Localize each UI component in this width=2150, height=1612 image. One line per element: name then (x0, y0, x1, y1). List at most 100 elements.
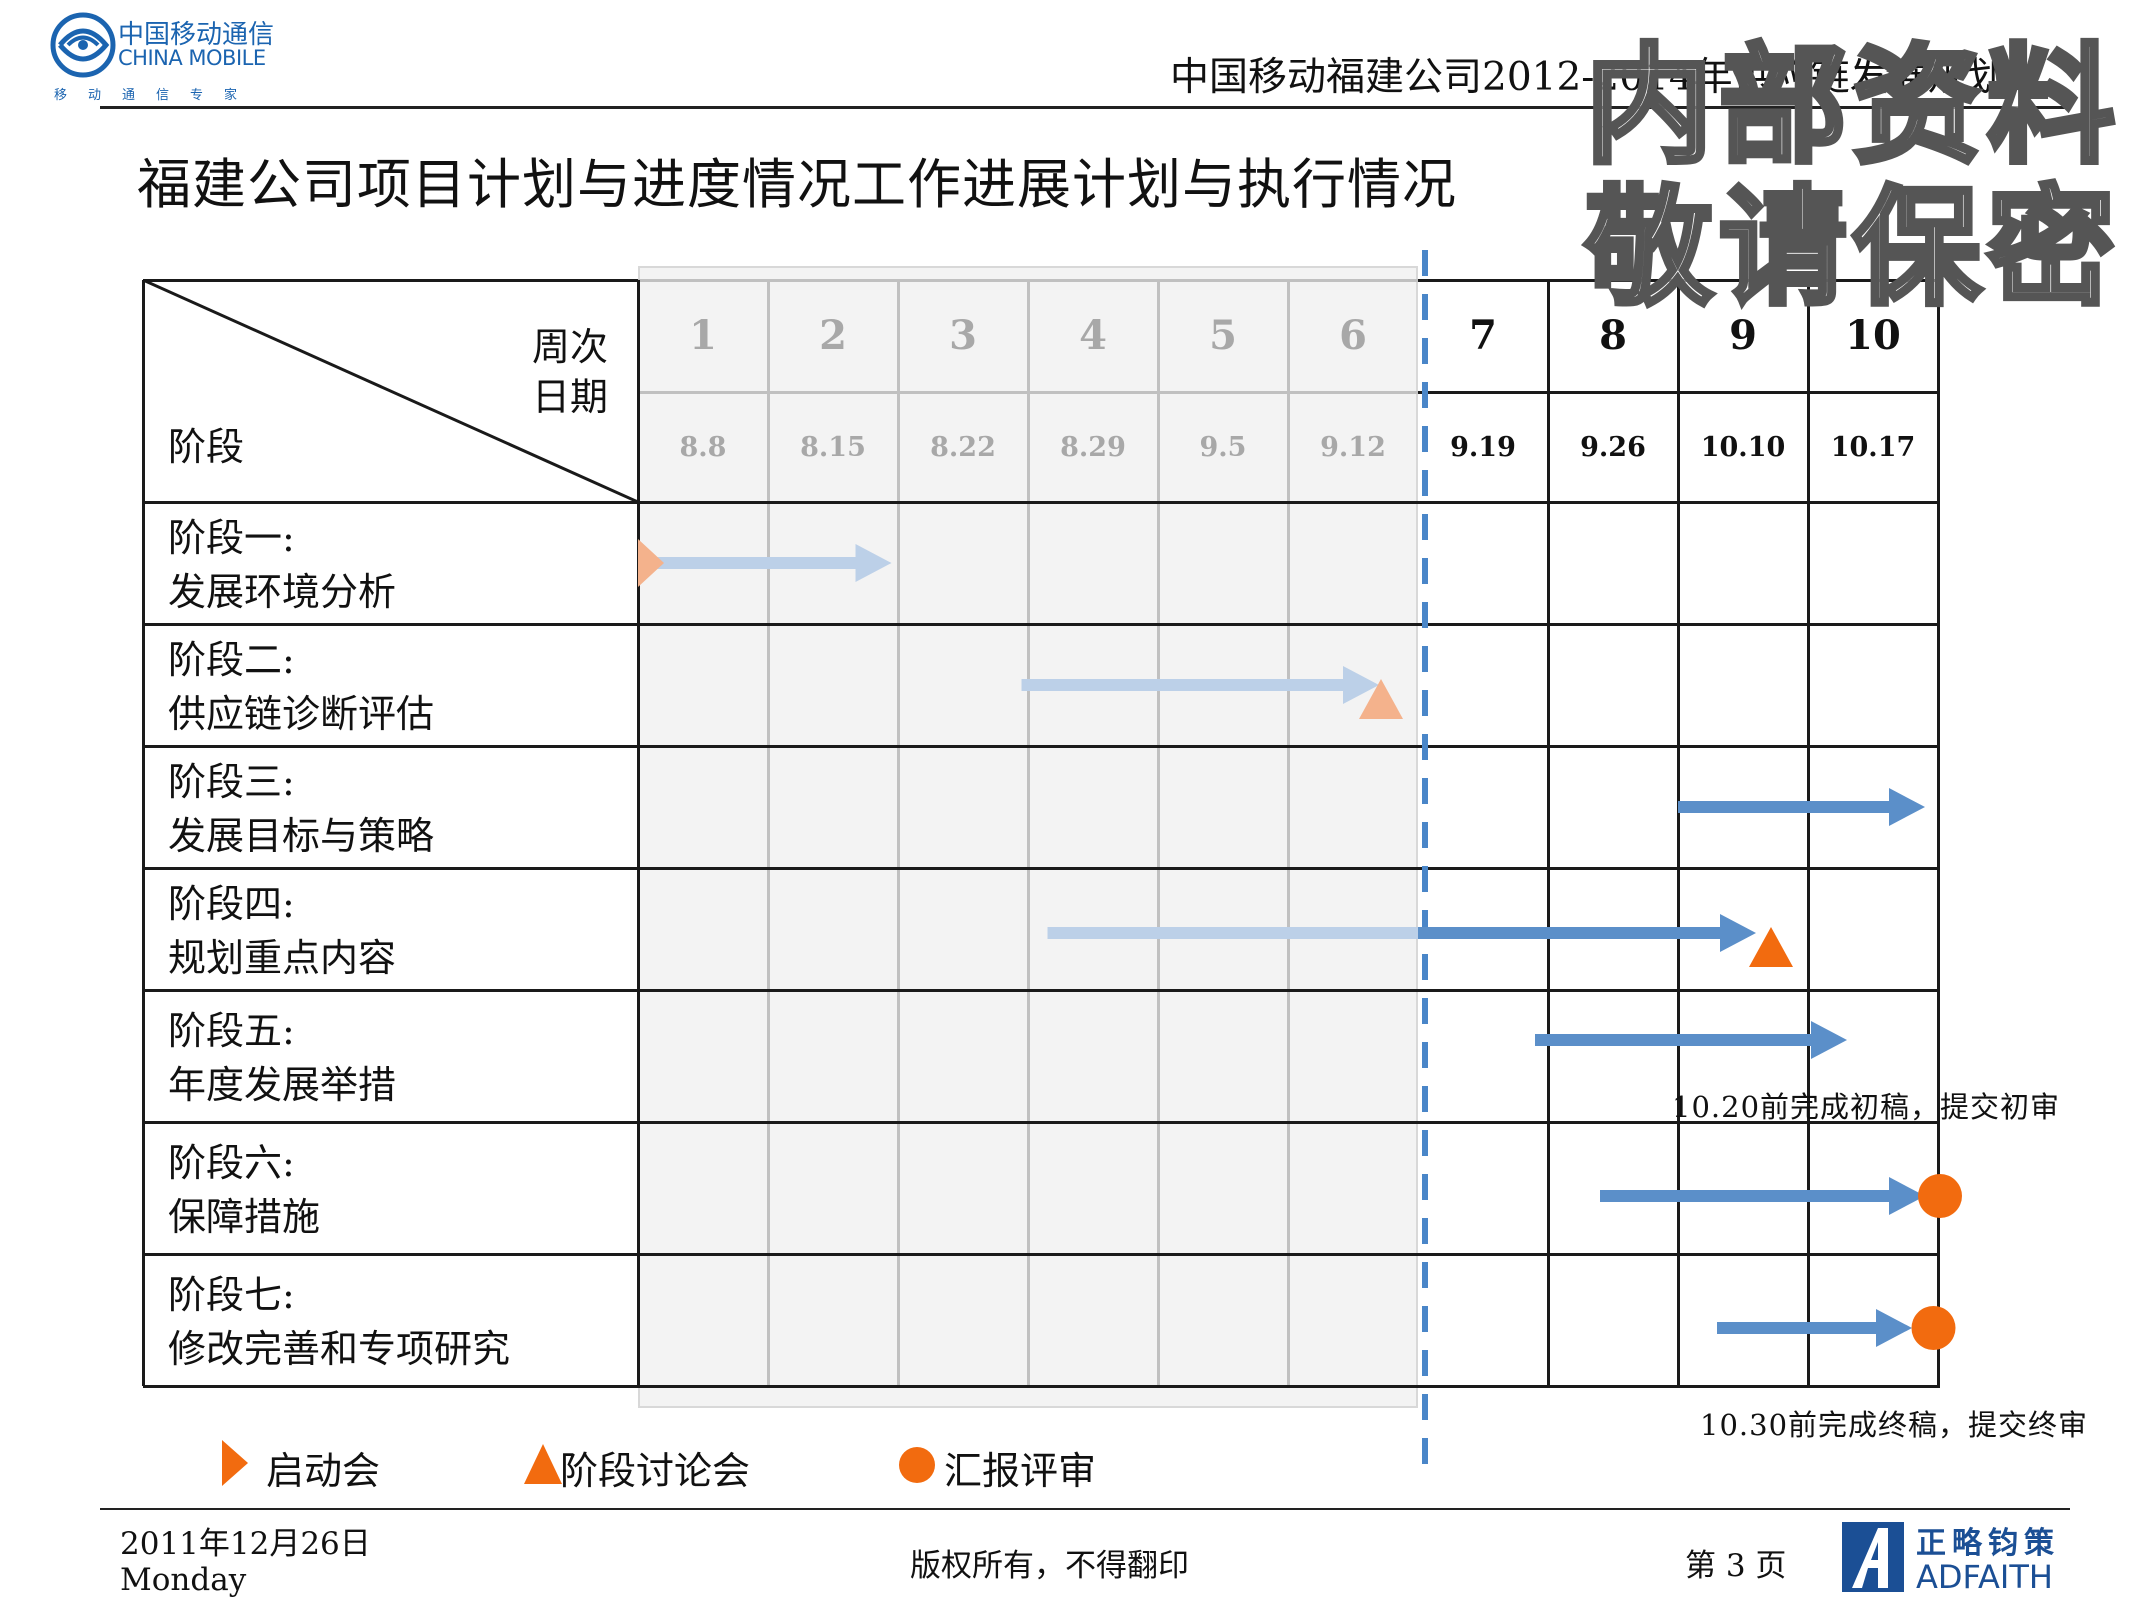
current-week-boundary (1422, 998, 1428, 1024)
label-row-line (143, 745, 638, 748)
logo-cn-text: 中国移动通信 (118, 20, 275, 50)
label-row-line (143, 1385, 638, 1388)
row-line (143, 745, 1418, 748)
stage-title: 阶段四: (168, 882, 295, 926)
current-week-boundary (1422, 734, 1428, 760)
row-line (1418, 1385, 1940, 1388)
label-row-line (143, 279, 638, 282)
week-number: 3 (949, 312, 977, 359)
current-week-boundary (1422, 514, 1428, 540)
current-week-boundary (1422, 470, 1428, 496)
stage-title: 阶段二: (168, 638, 295, 682)
stage-title: 阶段三: (168, 760, 295, 804)
label-column-line (637, 280, 640, 1386)
logo-en-text: CHINA MOBILE (118, 46, 266, 70)
legend-review-label: 汇报评审 (944, 1449, 1097, 1493)
row-line (143, 623, 1418, 626)
week-date: 9.26 (1580, 432, 1646, 463)
row-line (143, 1253, 1418, 1256)
current-week-boundary (1422, 646, 1428, 672)
week-number: 6 (1339, 312, 1367, 359)
current-week-boundary (1422, 1218, 1428, 1244)
label-row-line (143, 1253, 638, 1256)
stage-title: 阶段七: (168, 1273, 295, 1317)
column-line (1287, 280, 1290, 1386)
current-week-boundary (1422, 294, 1428, 320)
column-line (897, 280, 900, 1386)
discussion-legend-icon (524, 1444, 562, 1484)
week-date: 8.29 (1060, 432, 1126, 463)
current-week-boundary (1422, 954, 1428, 980)
week-number: 10 (1845, 312, 1901, 359)
stage-name: 修改完善和专项研究 (168, 1327, 511, 1371)
week-number: 7 (1469, 312, 1497, 359)
stage-name: 供应链诊断评估 (168, 692, 435, 736)
adfaith-logo-icon (1842, 1522, 1904, 1592)
row-line (1418, 279, 1940, 282)
row-line (1418, 989, 1940, 992)
china-mobile-logo: 中国移动通信 CHINA MOBILE 移动通信专家 (50, 12, 274, 103)
stage-name: 规划重点内容 (168, 936, 397, 980)
current-week-boundary (1422, 1086, 1428, 1112)
row-line (1418, 867, 1940, 870)
page-number: 第 3 页 (1685, 1548, 1787, 1584)
draft-note: 10.20前完成初稿，提交初审 (1672, 1090, 2061, 1124)
current-week-boundary (1422, 382, 1428, 408)
header-title: 中国移动福建公司2012-2014年供应链发展规划 (1170, 55, 2006, 100)
stage-name: 发展环境分析 (168, 570, 397, 614)
legend-kickoff-label: 启动会 (266, 1449, 381, 1493)
week-date: 9.19 (1450, 432, 1516, 463)
review-legend-icon (899, 1447, 935, 1483)
current-week-boundary (1422, 1306, 1428, 1332)
row-line (1418, 623, 1940, 626)
current-week-boundary (1422, 338, 1428, 364)
current-week-boundary (1422, 1350, 1428, 1376)
footer-weekday: Monday (120, 1562, 247, 1598)
discussion-milestone-icon (1749, 927, 1793, 967)
row-line (143, 867, 1418, 870)
row-line (1418, 1253, 1940, 1256)
row-line (1418, 1121, 1940, 1124)
current-week-boundary (1422, 1262, 1428, 1288)
stage-title: 阶段六: (168, 1141, 295, 1185)
current-week-boundary (1422, 866, 1428, 892)
stage-name: 保障措施 (168, 1195, 321, 1239)
week-date: 8.22 (930, 432, 996, 463)
current-week-boundary (1422, 1042, 1428, 1068)
row-line (1418, 745, 1940, 748)
final-note: 10.30前完成终稿，提交终审 (1700, 1408, 2089, 1442)
footer-divider (100, 1508, 2070, 1510)
current-week-boundary (1422, 1438, 1428, 1464)
adfaith-logo: 正略钧策 ADFAITH (1838, 1518, 2068, 1598)
row-line (143, 989, 1418, 992)
watermark-line-2: 敬请保密 (1582, 172, 2122, 326)
label-row-line (143, 623, 638, 626)
week-date: 8.8 (679, 432, 727, 463)
adfaith-en-text: ADFAITH (1916, 1558, 2053, 1596)
row-line (1418, 391, 1940, 394)
stage-title: 阶段一: (168, 516, 295, 560)
column-line (1807, 280, 1810, 1386)
week-number: 1 (689, 312, 717, 359)
kickoff-milestone-icon (638, 539, 664, 587)
week-date: 9.5 (1199, 432, 1247, 463)
watermark-line-1: 内部资料 (1582, 30, 2122, 184)
label-row-line (143, 989, 638, 992)
current-week-boundary (1422, 778, 1428, 804)
legend-discussion-label: 阶段讨论会 (560, 1449, 751, 1493)
week-number: 9 (1729, 312, 1757, 359)
header-divider (100, 106, 2070, 109)
week-number: 5 (1209, 312, 1237, 359)
column-line (1547, 280, 1550, 1386)
week-date: 10.17 (1830, 432, 1916, 463)
corner-week-label: 周次 (532, 325, 609, 369)
stage-name: 年度发展举措 (168, 1063, 397, 1107)
current-week-boundary (1422, 1130, 1428, 1156)
week-date: 10.10 (1700, 432, 1786, 463)
week-number: 8 (1599, 312, 1627, 359)
